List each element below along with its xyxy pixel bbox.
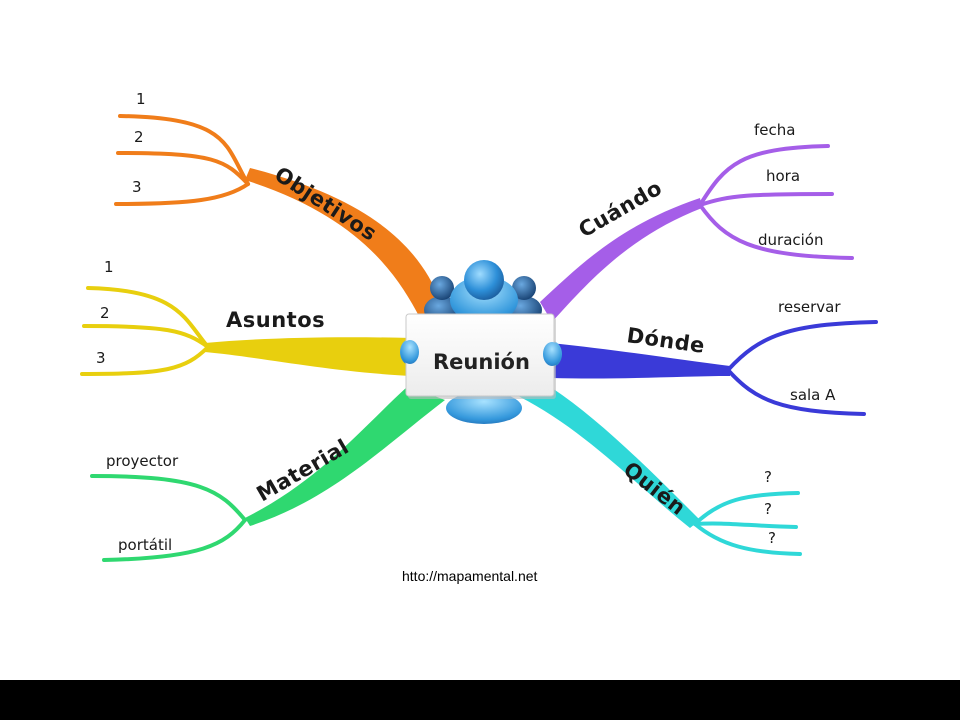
material-item-portatil: portátil bbox=[118, 536, 172, 554]
branch-quien: Quién ? ? ? bbox=[510, 388, 802, 556]
branch-asuntos-shape bbox=[205, 337, 412, 376]
branch-donde: Dónde reservar sala A bbox=[550, 298, 878, 416]
asuntos-item-3: 3 bbox=[96, 349, 106, 367]
source-caption: htto://mapamental.net bbox=[402, 568, 538, 584]
branch-label-asuntos: Asuntos bbox=[226, 308, 325, 332]
branch-label-donde: Dónde bbox=[625, 323, 706, 358]
branch-asuntos: Asuntos 1 2 3 bbox=[80, 258, 412, 376]
mind-map: Objetivos 1 2 3 Asuntos 1 2 3 Material p… bbox=[80, 90, 878, 584]
branch-donde-shape bbox=[550, 343, 730, 379]
branch-material: Material proyector portátil bbox=[90, 386, 445, 562]
donde-item-reservar: reservar bbox=[778, 298, 841, 316]
branch-label-objetivos: Objetivos bbox=[270, 162, 381, 246]
bottom-band bbox=[0, 680, 960, 720]
quien-item-1: ? bbox=[764, 468, 772, 486]
cuando-item-duracion: duración bbox=[758, 231, 824, 249]
branch-cuando-shape bbox=[540, 198, 702, 322]
asuntos-item-1: 1 bbox=[104, 258, 114, 276]
asuntos-item-2: 2 bbox=[100, 304, 110, 322]
donde-item-sala-a: sala A bbox=[790, 386, 836, 404]
branch-material-shape bbox=[245, 386, 445, 526]
branch-cuando: Cuándo fecha hora duración bbox=[540, 121, 854, 322]
cuando-item-hora: hora bbox=[766, 167, 800, 185]
center-card: Reunión bbox=[401, 313, 561, 399]
quien-item-2: ? bbox=[764, 500, 772, 518]
quien-item-3: ? bbox=[768, 529, 776, 547]
objetivos-item-1: 1 bbox=[136, 90, 146, 108]
material-item-proyector: proyector bbox=[106, 452, 179, 470]
branch-objetivos: Objetivos 1 2 3 bbox=[114, 90, 440, 318]
branch-objetivos-shape bbox=[245, 168, 440, 318]
center-label: Reunión bbox=[433, 350, 530, 374]
slide: Objetivos 1 2 3 Asuntos 1 2 3 Material p… bbox=[80, 90, 878, 584]
branch-label-quien: Quién bbox=[619, 457, 690, 520]
objetivos-item-3: 3 bbox=[132, 178, 142, 196]
objetivos-item-2: 2 bbox=[134, 128, 144, 146]
branch-quien-shape bbox=[510, 388, 700, 528]
cuando-item-fecha: fecha bbox=[754, 121, 795, 139]
